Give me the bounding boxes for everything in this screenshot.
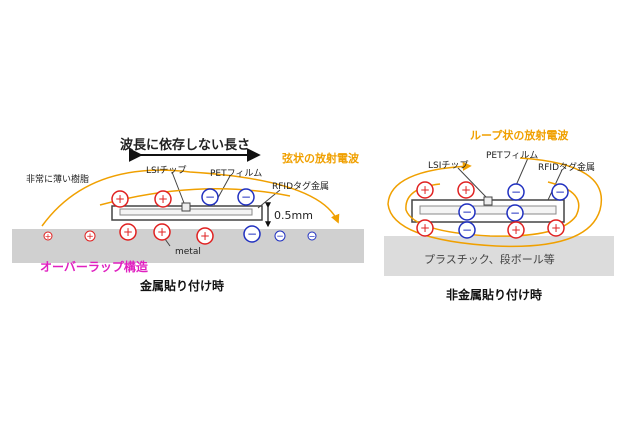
svg-text:−: − [247, 227, 257, 241]
svg-text:+: + [123, 225, 133, 239]
negative-charge-icon [274, 230, 286, 242]
svg-text:−: − [276, 232, 284, 242]
negative-charge-icon [237, 188, 255, 206]
positive-charge-icon [153, 223, 171, 241]
radiation-label-left: 弦状の放射電波 [282, 152, 359, 165]
right-charges: + + − − − − + − + + [416, 181, 569, 239]
svg-text:−: − [510, 206, 520, 220]
wave-curve-left-2 [99, 188, 291, 206]
wavelength-label: 波長に依存しない長さ [120, 138, 251, 153]
svg-text:−: − [462, 223, 472, 237]
rfid-metal-label: RFIDタグ金属 [272, 182, 330, 192]
positive-charge-icon [547, 219, 565, 237]
lsi-leader-right [457, 167, 487, 198]
svg-text:−: − [555, 185, 565, 199]
svg-text:+: + [45, 232, 52, 241]
wave-loop-inner [405, 181, 580, 237]
svg-text:+: + [115, 192, 125, 206]
negative-charge-icon [307, 231, 317, 241]
positive-charge-icon [416, 219, 434, 237]
negative-charge-icon [506, 204, 524, 222]
caption-nonmetal: 非金属貼り付け時 [446, 288, 543, 302]
negative-charge-icon [507, 183, 525, 201]
rfid-metal-label-right: RFIDタグ金属 [538, 163, 596, 173]
thin-resin-label: 非常に薄い樹脂 [26, 175, 90, 185]
nonmetal-surface [384, 236, 614, 276]
lsi-chip-label: LSIチップ [146, 166, 187, 176]
svg-text:+: + [420, 221, 430, 235]
lsi-leader [171, 171, 185, 204]
pet-film-label-right: PETフィルム [486, 151, 539, 161]
lsi-chip [181, 202, 191, 212]
overlap-structure-label: オーバーラップ構造 [40, 260, 148, 274]
svg-text:+: + [420, 183, 430, 197]
metal-surface [12, 229, 364, 263]
svg-text:−: − [241, 190, 251, 204]
negative-charge-icon [201, 188, 219, 206]
positive-charge-icon [457, 181, 475, 199]
svg-text:+: + [157, 225, 167, 239]
svg-text:−: − [205, 190, 215, 204]
radiation-label-right: ループ状の放射電波 [470, 129, 569, 142]
svg-text:−: − [511, 185, 521, 199]
positive-charge-icon [119, 223, 137, 241]
caption-metal: 金属貼り付け時 [140, 279, 225, 293]
svg-text:+: + [86, 232, 94, 242]
gap-label: 0.5mm [274, 209, 313, 222]
positive-charge-icon [416, 181, 434, 199]
negative-charge-icon [458, 203, 476, 221]
svg-text:+: + [551, 221, 561, 235]
negative-charge-icon [458, 221, 476, 239]
rfid-tag-inner-right [419, 205, 557, 215]
base-material-label: プラスチック、段ボール等 [424, 253, 555, 266]
positive-charge-icon [111, 190, 129, 208]
positive-charge-icon [154, 190, 172, 208]
positive-charge-icon [84, 230, 96, 242]
wave-curve-left [41, 169, 340, 227]
metal-label: metal [175, 247, 201, 257]
svg-text:+: + [461, 183, 471, 197]
svg-text:−: − [309, 232, 316, 241]
svg-text:−: − [462, 205, 472, 219]
lsi-chip-label-right: LSIチップ [428, 161, 469, 171]
negative-charge-icon [243, 225, 261, 243]
wave-loop-outer [387, 157, 603, 248]
svg-text:+: + [200, 229, 210, 243]
svg-text:+: + [511, 223, 521, 237]
svg-text:+: + [158, 192, 168, 206]
lsi-chip-right [483, 196, 493, 206]
left-charges: + + − − + + + − + + − − [43, 188, 317, 245]
positive-charge-icon [507, 221, 525, 239]
pet-film-label: PETフィルム [210, 169, 263, 179]
positive-charge-icon [196, 227, 214, 245]
positive-charge-icon [43, 231, 53, 241]
negative-charge-icon [551, 183, 569, 201]
